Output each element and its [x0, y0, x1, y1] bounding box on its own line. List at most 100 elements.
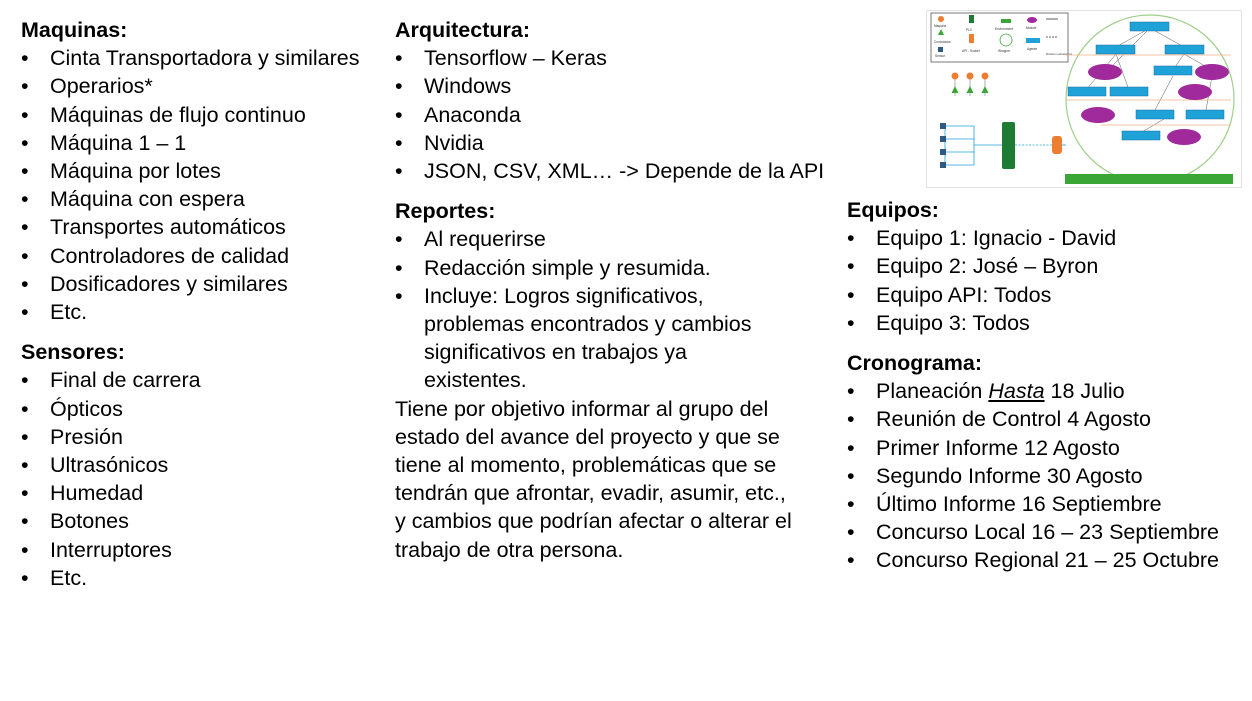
sensor-icon: [940, 162, 946, 168]
sensor-icon: [940, 123, 946, 129]
machine-icon: [966, 72, 974, 80]
api-socket-icon: [1052, 136, 1062, 154]
list-item: Etc.: [21, 564, 371, 592]
machine-icon: [951, 72, 959, 80]
list-item: Botones: [21, 507, 371, 535]
controller-icon: [951, 86, 959, 93]
list-item: Tensorflow – Keras: [395, 44, 835, 72]
list-item: Reunión de Control 4 Agosto: [847, 405, 1247, 433]
legend-label: Controlador: [934, 40, 952, 44]
list-item: Equipo 1: Ignacio - David: [847, 224, 1247, 252]
list-item: Operarios*: [21, 72, 371, 100]
legend-environment-icon: [1001, 19, 1011, 23]
sensores-heading: Sensores:: [21, 340, 125, 365]
diagram-legend: Maquina PLC Environment Module Controlad…: [930, 12, 1072, 63]
list-item: Planeación Hasta 18 Julio: [847, 377, 1247, 405]
module-icon: [1081, 107, 1115, 123]
module-icon: [1178, 84, 1212, 100]
list-item: Equipo API: Todos: [847, 281, 1247, 309]
sensors-group: [940, 122, 1066, 169]
list-item: Windows: [395, 72, 835, 100]
module-icon: [1195, 64, 1229, 80]
machine-icon: [981, 72, 989, 80]
list-item: Equipo 3: Todos: [847, 309, 1247, 337]
cronograma-heading: Cronograma:: [847, 351, 982, 376]
legend-label: Module: [1026, 26, 1037, 30]
reportes-heading: Reportes:: [395, 199, 496, 224]
list-item: Anaconda: [395, 101, 835, 129]
module-icon: [1167, 129, 1201, 145]
list-item: Ultrasónicos: [21, 451, 371, 479]
module-icon: [1088, 64, 1122, 80]
list-item: Etc.: [21, 298, 371, 326]
list-item: Final de carrera: [21, 366, 371, 394]
legend-api-icon: [969, 34, 974, 43]
list-item: Primer Informe 12 Agosto: [847, 434, 1247, 462]
agent-box: [1153, 65, 1193, 76]
list-item: Presión: [21, 423, 371, 451]
list-item: Controladores de calidad: [21, 242, 371, 270]
list-item: Último Informe 16 Septiembre: [847, 490, 1247, 518]
machines-group: [951, 72, 989, 96]
legend-label: Sensor: [935, 54, 946, 58]
list-item: Máquina por lotes: [21, 157, 371, 185]
agent-box: [1109, 86, 1149, 97]
list-item: Ópticos: [21, 395, 371, 423]
list-item: Nvidia: [395, 129, 835, 157]
maquinas-list: Cinta Transportadora y similares Operari…: [21, 44, 371, 326]
sensor-icon: [940, 136, 946, 142]
planeacion-date: 18 Julio: [1050, 379, 1125, 404]
list-item: Concurso Regional 21 – 25 Octubre: [847, 546, 1247, 574]
legend-label: API - Socket: [962, 49, 980, 53]
architecture-diagram: Maquina PLC Environment Module Controlad…: [926, 10, 1242, 188]
legend-plc-icon: [969, 15, 974, 23]
legend-agente-icon: [1026, 38, 1040, 43]
legend-label: Division estrategica: [1046, 52, 1072, 56]
legend-maquina-icon: [938, 16, 944, 22]
legend-label: Environment: [995, 27, 1013, 31]
column-maquinas-sensores: Maquinas: Cinta Transportadora y similar…: [21, 16, 371, 604]
agent-box: [1095, 44, 1136, 55]
list-item: Incluye: Logros significativos, problema…: [395, 282, 784, 395]
agent-box: [1067, 86, 1107, 97]
cronograma-list: Planeación Hasta 18 Julio Reunión de Con…: [847, 377, 1247, 575]
equipos-heading: Equipos:: [847, 198, 939, 222]
agent-box: [1129, 21, 1170, 32]
environment-bar: [1065, 174, 1233, 184]
list-item: Equipo 2: José – Byron: [847, 252, 1247, 280]
list-item: JSON, CSV, XML… -> Depende de la API: [395, 157, 835, 185]
legend-label: Wrapper: [998, 49, 1011, 53]
list-item: Transportes automáticos: [21, 213, 371, 241]
column-equipos-cronograma: Equipos: Equipo 1: Ignacio - David Equip…: [847, 196, 1247, 587]
agent-box: [1185, 109, 1225, 120]
wrapper-group: [1065, 14, 1235, 184]
maquinas-heading: Maquinas:: [21, 18, 128, 42]
hasta-emphasis: Hasta: [988, 379, 1045, 404]
list-item: Dosificadores y similares: [21, 270, 371, 298]
list-item: Redacción simple y resumida.: [395, 254, 835, 282]
list-item: Interruptores: [21, 536, 371, 564]
legend-label: PLC: [966, 28, 973, 32]
sensores-list: Final de carrera Ópticos Presión Ultrasó…: [21, 366, 371, 592]
list-item: Máquina con espera: [21, 185, 371, 213]
list-item: Al requerirse: [395, 225, 835, 253]
agent-box: [1121, 130, 1161, 141]
legend-wrapper-icon: [999, 33, 1013, 47]
list-item: Concurso Local 16 – 23 Septiembre: [847, 518, 1247, 546]
equipos-list: Equipo 1: Ignacio - David Equipo 2: José…: [847, 224, 1247, 337]
wrapper-circle: [1065, 14, 1235, 184]
legend-sensor-icon: [938, 47, 943, 52]
sensor-icon: [940, 149, 946, 155]
legend-label: Agente: [1027, 47, 1037, 51]
arquitectura-list: Tensorflow – Keras Windows Anaconda Nvid…: [395, 44, 835, 185]
plc-icon: [1002, 122, 1015, 169]
planeacion-label: Planeación: [876, 379, 983, 404]
list-item: Máquina 1 – 1: [21, 129, 371, 157]
list-item: Segundo Informe 30 Agosto: [847, 462, 1247, 490]
agent-box: [1135, 109, 1175, 120]
column-arquitectura-reportes: Arquitectura: Tensorflow – Keras Windows…: [395, 16, 835, 564]
legend-controlador-icon: [938, 29, 944, 35]
arquitectura-heading: Arquitectura:: [395, 18, 530, 42]
reportes-list: Al requerirse Redacción simple y resumid…: [395, 225, 835, 394]
list-item: Cinta Transportadora y similares: [21, 44, 371, 72]
